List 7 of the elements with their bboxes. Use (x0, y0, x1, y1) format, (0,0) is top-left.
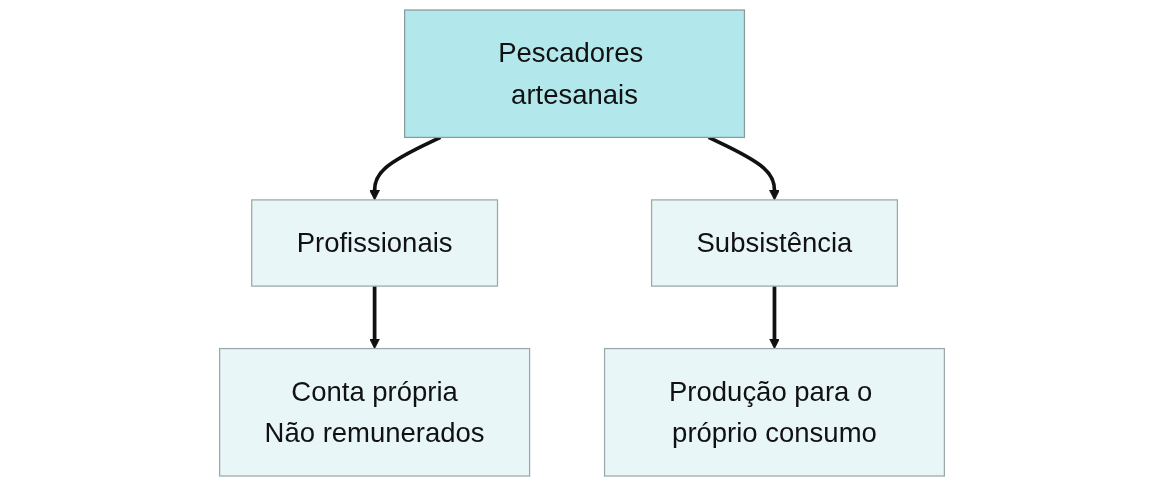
arrow (768, 286, 780, 350)
arrow (369, 286, 381, 350)
node-box: Conta própria Não remunerados (219, 347, 531, 477)
node-box: Subsistência (650, 199, 898, 287)
node-box: Profissionais (251, 199, 499, 287)
node-box: Pescadores artesanais (404, 9, 746, 139)
node-box: Produção para o próprio consumo (603, 347, 945, 477)
